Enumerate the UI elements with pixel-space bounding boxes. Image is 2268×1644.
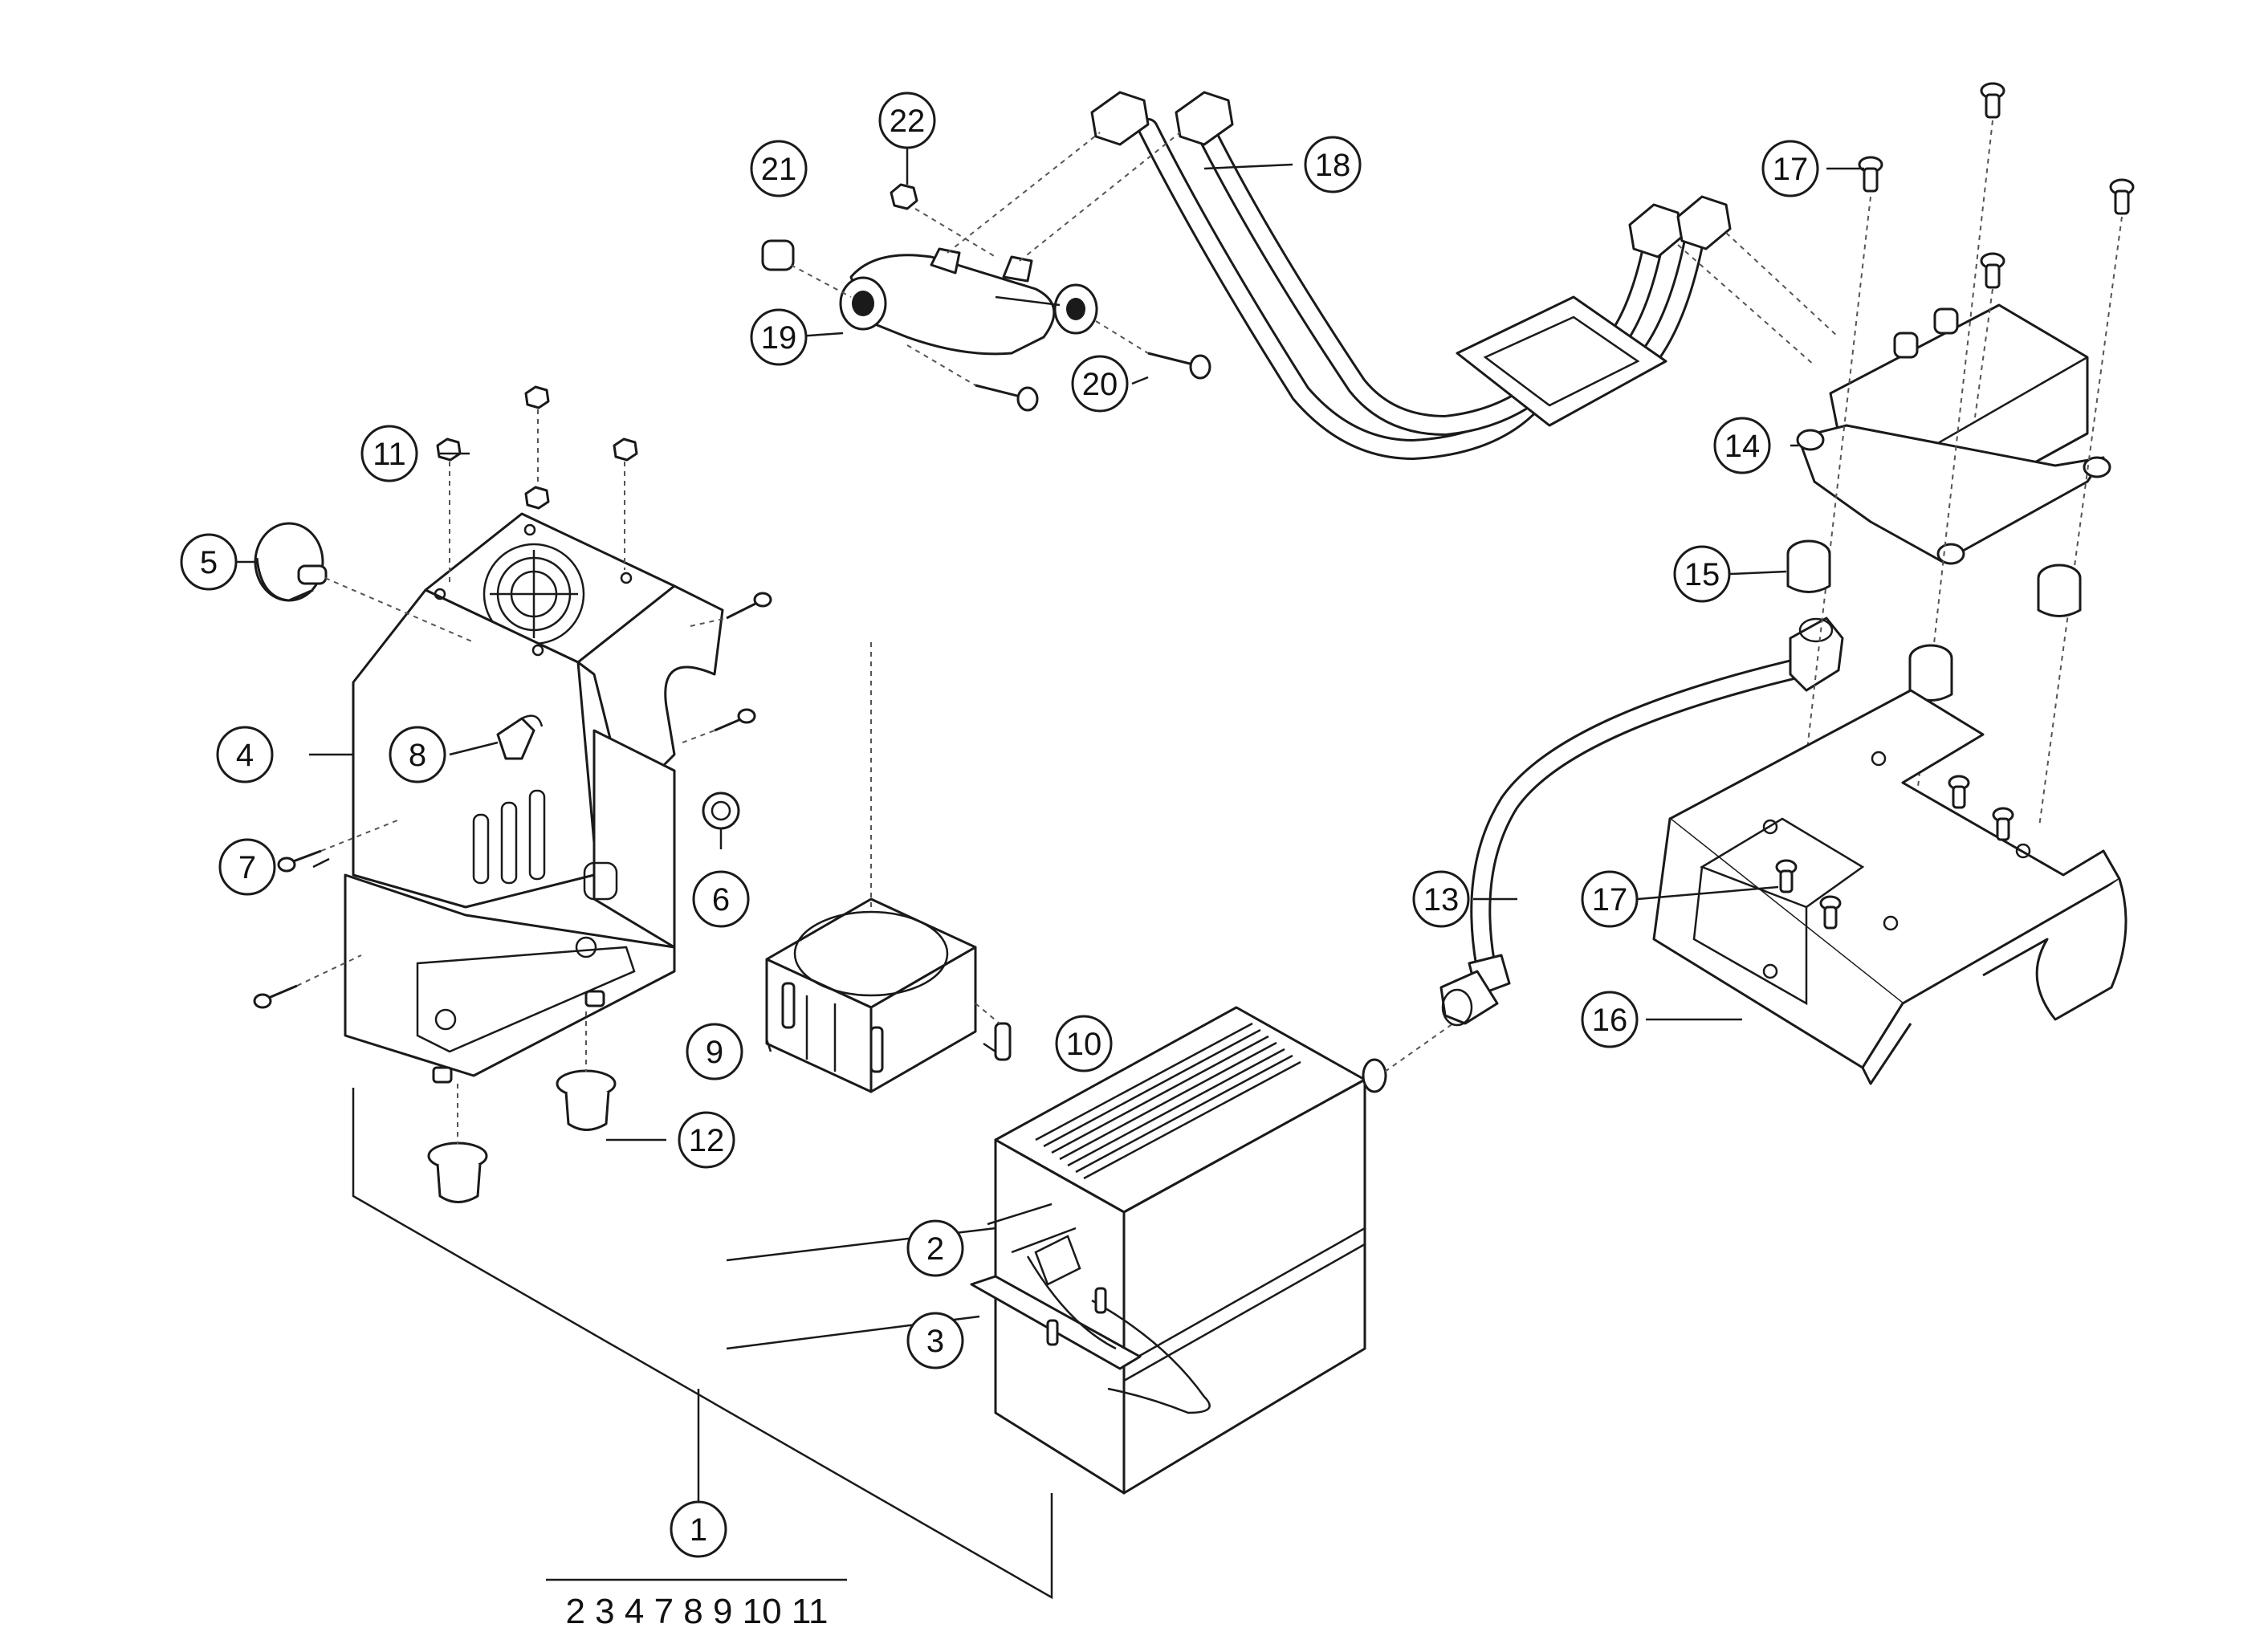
callout-13: 13 <box>1412 870 1470 928</box>
callout-7: 7 <box>218 838 276 896</box>
svg-text:3: 3 <box>926 1324 944 1359</box>
svg-text:17: 17 <box>1592 882 1628 918</box>
callout-10: 10 <box>1055 1015 1113 1072</box>
svg-text:18: 18 <box>1315 148 1351 183</box>
pump-assembly <box>761 132 1211 412</box>
svg-text:11: 11 <box>373 437 406 472</box>
svg-text:2: 2 <box>926 1231 944 1267</box>
callout-21: 21 <box>750 140 808 197</box>
svg-text:4: 4 <box>236 738 254 773</box>
callout-16: 16 <box>1581 991 1639 1048</box>
callout-15: 15 <box>1673 545 1731 603</box>
callout-8: 8 <box>389 726 446 783</box>
fan-screws <box>781 982 1012 1073</box>
grommets <box>427 1011 617 1203</box>
callout-18: 18 <box>1304 136 1362 193</box>
svg-text:14: 14 <box>1724 429 1761 464</box>
base-bracket <box>1652 689 2128 1085</box>
callout-14: 14 <box>1713 417 1771 474</box>
kit-contents-list: 2 3 4 7 8 9 10 11 <box>565 1592 828 1631</box>
rubber-mounts-right <box>1786 539 2082 702</box>
callout-3: 3 <box>906 1312 964 1369</box>
hex-nut <box>702 791 740 830</box>
callout-12: 12 <box>678 1111 735 1169</box>
svg-text:16: 16 <box>1592 1003 1628 1038</box>
callout-4: 4 <box>216 726 274 783</box>
callout-22: 22 <box>878 92 936 149</box>
top-bolts <box>1798 82 2135 924</box>
screws-left <box>253 818 402 1009</box>
callout-20: 20 <box>1071 355 1129 413</box>
svg-text:22: 22 <box>890 104 926 139</box>
callout-1: 1 <box>670 1500 727 1558</box>
kit-bracket-lines <box>352 1088 1053 1600</box>
svg-text:7: 7 <box>238 850 256 885</box>
svg-text:5: 5 <box>200 545 218 580</box>
callout-19: 19 <box>750 308 808 366</box>
svg-text:17: 17 <box>1773 152 1809 187</box>
bracket-top-nuts <box>436 385 638 586</box>
callout-17-top: 17 <box>1761 140 1819 197</box>
svg-text:1: 1 <box>690 1512 707 1548</box>
callout-17-base: 17 <box>1581 870 1639 928</box>
svg-text:12: 12 <box>689 1123 725 1158</box>
svg-text:20: 20 <box>1082 367 1118 402</box>
reservoir <box>1677 232 2111 565</box>
callout-2: 2 <box>906 1219 964 1277</box>
cable-clip <box>496 714 544 760</box>
main-bracket <box>344 512 724 1084</box>
svg-text:21: 21 <box>761 152 797 187</box>
callout-11: 11 <box>360 425 418 482</box>
svg-text:15: 15 <box>1684 557 1720 592</box>
svg-text:8: 8 <box>409 738 426 773</box>
callout-9: 9 <box>686 1023 743 1080</box>
bracket-side-screws <box>682 592 772 743</box>
fan <box>765 642 977 1093</box>
svg-text:6: 6 <box>712 882 730 918</box>
power-supply <box>970 1006 1454 1495</box>
svg-text:10: 10 <box>1066 1027 1102 1062</box>
hoses-18 <box>1090 91 1732 461</box>
callout-6: 6 <box>692 870 750 928</box>
svg-text:9: 9 <box>706 1035 723 1070</box>
svg-text:19: 19 <box>761 320 797 356</box>
hose-13 <box>1439 616 1844 1027</box>
svg-text:13: 13 <box>1423 882 1460 918</box>
callout-5: 5 <box>180 533 238 591</box>
